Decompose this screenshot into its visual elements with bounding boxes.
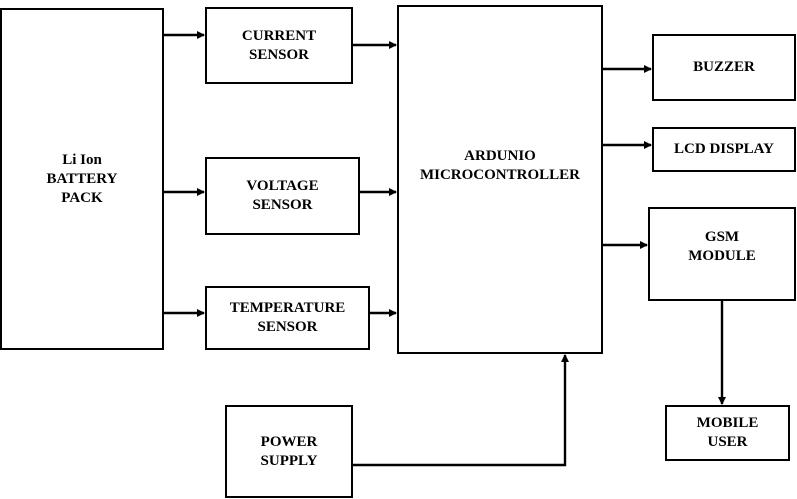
battery-pack-label-line-2: BATTERY bbox=[46, 170, 118, 187]
battery-pack-label: Li Ion BATTERY PACK bbox=[47, 151, 118, 208]
voltage-sensor-label-line-1: VOLTAGE bbox=[246, 178, 319, 194]
battery-pack-label-line-3: PACK bbox=[61, 189, 103, 206]
battery-pack-label-line-1: Li Ion bbox=[62, 151, 102, 168]
temperature-sensor-label: TEMPERATURE SENSOR bbox=[230, 299, 346, 337]
power-supply-label: POWER SUPPLY bbox=[261, 433, 318, 471]
temperature-sensor-label-line-2: SENSOR bbox=[257, 319, 318, 335]
mobile-user-label-line-2: USER bbox=[707, 434, 748, 450]
gsm-module-label-line-1: GSM bbox=[704, 229, 740, 245]
gsm-module-label-line-2: MODULE bbox=[688, 248, 756, 264]
temperature-sensor-block: TEMPERATURE SENSOR bbox=[205, 286, 370, 350]
lcd-display-label-line-1: LCD DISPLAY bbox=[674, 141, 774, 157]
mobile-user-block: MOBILE USER bbox=[665, 405, 790, 461]
current-sensor-label: CURRENT SENSOR bbox=[242, 27, 316, 65]
microcontroller-label: ARDUNIO MICROCONTROLLER bbox=[420, 147, 580, 185]
voltage-sensor-label-line-2: SENSOR bbox=[252, 197, 313, 213]
temperature-sensor-label-line-1: TEMPERATURE bbox=[229, 300, 346, 316]
lcd-display-label: LCD DISPLAY bbox=[674, 140, 774, 159]
buzzer-block: BUZZER bbox=[652, 34, 796, 101]
power-supply-block: POWER SUPPLY bbox=[225, 405, 353, 498]
current-sensor-label-line-2: SENSOR bbox=[248, 46, 310, 63]
battery-pack-block: Li Ion BATTERY PACK bbox=[0, 8, 164, 350]
voltage-sensor-block: VOLTAGE SENSOR bbox=[205, 157, 360, 235]
microcontroller-block: ARDUNIO MICROCONTROLLER bbox=[397, 5, 603, 354]
current-sensor-label-line-1: CURRENT bbox=[241, 27, 317, 44]
power-supply-label-line-2: SUPPLY bbox=[260, 452, 318, 469]
arrow-power-supply-to-microcontroller bbox=[353, 354, 569, 467]
gsm-module-label: GSM MODULE bbox=[688, 228, 756, 266]
current-sensor-block: CURRENT SENSOR bbox=[205, 7, 353, 84]
gsm-module-block: GSM MODULE bbox=[648, 207, 796, 301]
buzzer-label: BUZZER bbox=[693, 58, 755, 77]
voltage-sensor-label: VOLTAGE SENSOR bbox=[246, 177, 318, 215]
mobile-user-label: MOBILE USER bbox=[697, 414, 759, 452]
buzzer-label-line-1: BUZZER bbox=[693, 59, 755, 75]
lcd-display-block: LCD DISPLAY bbox=[652, 127, 796, 172]
power-supply-label-line-1: POWER bbox=[260, 433, 318, 450]
microcontroller-label-line-1: ARDUNIO bbox=[464, 147, 536, 164]
mobile-user-label-line-1: MOBILE bbox=[696, 415, 759, 431]
microcontroller-label-line-2: MICROCONTROLLER bbox=[419, 166, 580, 183]
